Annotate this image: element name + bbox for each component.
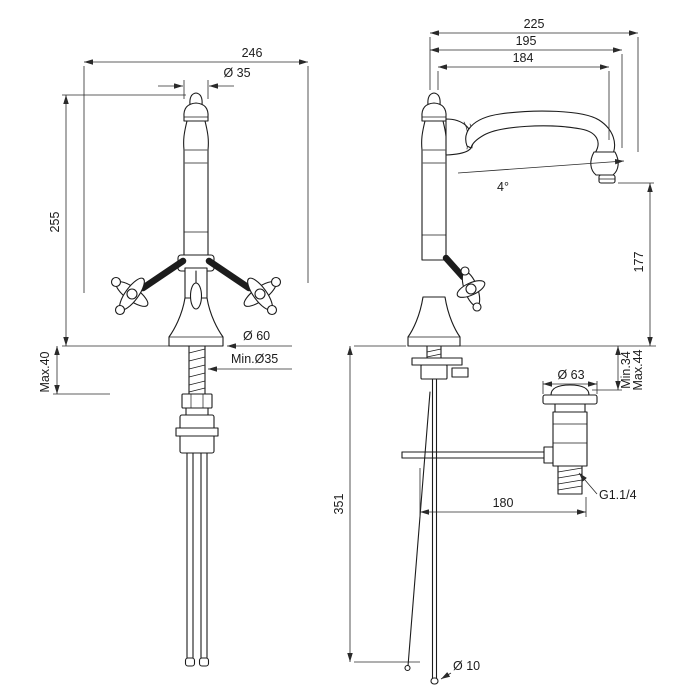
dim-label-spout-angle: 4° bbox=[497, 180, 509, 194]
dim-label-waste-thread: G1.1/4 bbox=[599, 488, 637, 502]
dim-spout-height: 177 bbox=[618, 182, 654, 346]
dim-supply-length: 351 bbox=[332, 345, 420, 663]
side-cap bbox=[421, 92, 447, 122]
front-view-dimensions: 246 Ø 35 255 Max.40 Ø 60 Min.Ø35 bbox=[38, 46, 309, 395]
dim-drain-deck-range: Min.34 Max.44 bbox=[592, 346, 645, 391]
dim-waste-thread: G1.1/4 bbox=[578, 472, 637, 502]
dim-reach-aerator: 184 bbox=[437, 51, 610, 140]
front-shank bbox=[175, 345, 219, 454]
dim-reach-outlet: 195 bbox=[430, 34, 623, 148]
dim-label-body-height: 255 bbox=[48, 212, 62, 233]
dim-label-overall-width: 246 bbox=[242, 46, 263, 60]
side-view-dimensions: 225 195 184 4° 177 Min.34 Max.44 bbox=[332, 17, 656, 680]
dim-label-waste-diameter: Ø 63 bbox=[557, 368, 584, 382]
dim-label-supply-length: 351 bbox=[332, 494, 346, 515]
dim-label-hole-min: Min.Ø35 bbox=[231, 352, 278, 366]
dim-label-deck-max: Max.40 bbox=[38, 351, 52, 392]
dim-label-drain-offset: 180 bbox=[493, 496, 514, 510]
dim-spout-angle: 4° bbox=[457, 158, 625, 194]
dim-overall-width: 246 bbox=[83, 46, 309, 293]
dim-label-base-diameter: Ø 60 bbox=[243, 329, 270, 343]
dim-base-diameter: Ø 60 bbox=[227, 329, 292, 349]
side-spout bbox=[445, 110, 619, 184]
side-handle bbox=[442, 254, 486, 312]
dim-label-deck-min: Min.34 bbox=[619, 351, 633, 389]
dim-waste-diameter: Ø 63 bbox=[542, 368, 598, 394]
front-cap bbox=[183, 92, 209, 122]
dim-drain-offset: 180 bbox=[419, 468, 587, 517]
side-drain-waste bbox=[542, 384, 598, 495]
dim-body-height: 255 bbox=[48, 94, 186, 347]
front-supply-hoses bbox=[184, 452, 210, 667]
side-view bbox=[401, 92, 619, 685]
front-handle-right bbox=[205, 257, 282, 316]
dim-cap-diameter: Ø 35 bbox=[158, 66, 251, 99]
dim-label-reach-aerator: 184 bbox=[513, 51, 534, 65]
dim-rod-diameter: Ø 10 bbox=[440, 659, 480, 680]
dim-hole-min: Min.Ø35 bbox=[208, 352, 292, 372]
side-base bbox=[407, 296, 461, 347]
front-base bbox=[168, 297, 224, 347]
side-popup-rod bbox=[404, 378, 439, 685]
dim-label-spout-height: 177 bbox=[632, 252, 646, 273]
dim-label-reach-overall: 225 bbox=[524, 17, 545, 31]
front-handle-left bbox=[110, 257, 187, 316]
dim-label-cap-diameter: Ø 35 bbox=[223, 66, 250, 80]
dim-reach-overall: 225 bbox=[429, 17, 639, 152]
dim-label-reach-outlet: 195 bbox=[516, 34, 537, 48]
front-popup-lever bbox=[189, 270, 203, 310]
dim-deck-max: Max.40 bbox=[38, 346, 110, 395]
dim-label-deck-max: Max.44 bbox=[631, 349, 645, 390]
dim-label-rod-diameter: Ø 10 bbox=[453, 659, 480, 673]
side-shank bbox=[411, 345, 469, 380]
front-view bbox=[110, 92, 282, 667]
side-body bbox=[421, 120, 447, 261]
